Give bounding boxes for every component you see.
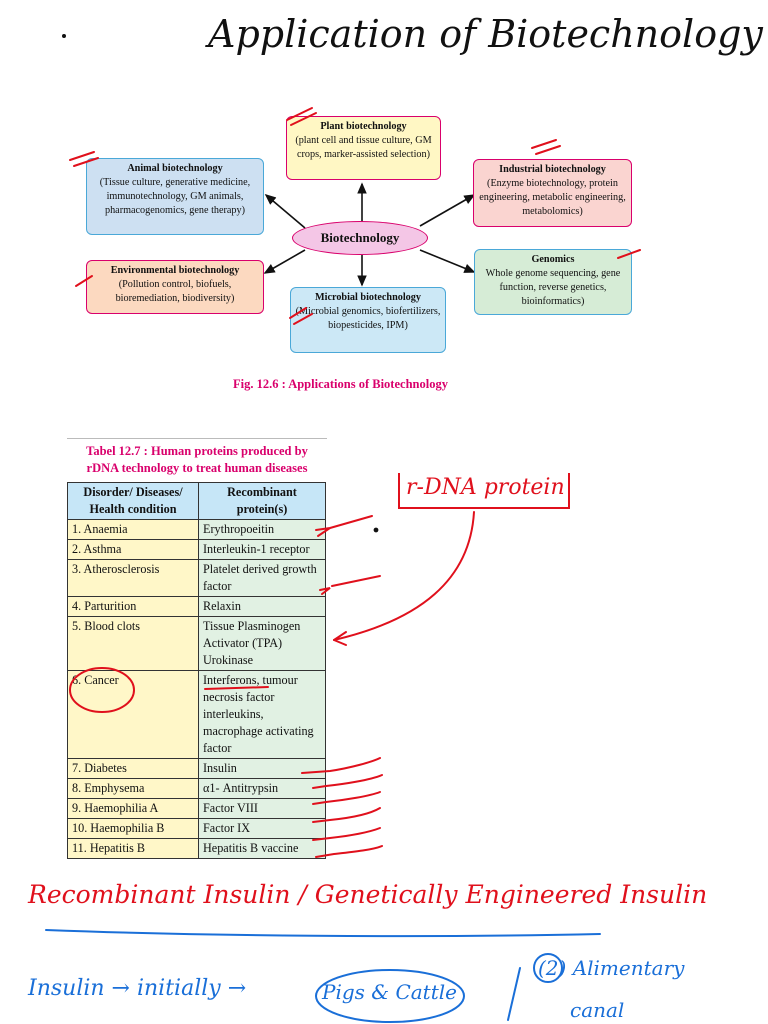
node-body: (Enzyme biotechnology, protein engineeri… xyxy=(479,178,626,217)
node-title: Environmental biotechnology xyxy=(110,265,240,276)
protein-cell: Interleukin-1 receptor xyxy=(198,539,326,560)
protein-cell: Hepatitis B vaccine xyxy=(198,838,326,859)
node-animal-biotechnology: Animal biotechnology (Tissue culture, ge… xyxy=(86,158,264,235)
protein-cell: Erythropoeitin xyxy=(198,519,326,540)
disease-cell: 9. Haemophilia A xyxy=(67,798,199,819)
disease-cell: 3. Atherosclerosis xyxy=(67,559,199,597)
disease-cell: 2. Asthma xyxy=(67,539,199,560)
column-header: Disorder/ Diseases/ Health condition xyxy=(67,482,199,520)
node-body: (Microbial genomics, biofertilizers, bio… xyxy=(295,306,441,331)
disease-cell: 11. Hepatitis B xyxy=(67,838,199,859)
node-body: Whole genome sequencing, gene function, … xyxy=(485,268,621,307)
table-caption-line: Tabel 12.7 : Human proteins produced by xyxy=(86,444,308,458)
protein-cell: Tissue Plasminogen Activator (TPA) Uroki… xyxy=(198,616,326,671)
table-header-row: Disorder/ Diseases/ Health condition Rec… xyxy=(67,482,326,520)
node-title: Genomics xyxy=(531,254,575,265)
table-caption-line: rDNA technology to treat human diseases xyxy=(86,461,308,475)
node-industrial-biotechnology: Industrial biotechnology (Enzyme biotech… xyxy=(473,159,632,227)
proteins-table: Disorder/ Diseases/ Health condition Rec… xyxy=(67,482,326,859)
note-canal: canal xyxy=(570,998,625,1022)
node-title: Plant biotechnology xyxy=(320,121,407,132)
disease-cell: 4. Parturition xyxy=(67,596,199,617)
column-header: Recombinant protein(s) xyxy=(198,482,326,520)
node-title: Animal biotechnology xyxy=(127,163,223,174)
node-body: (Tissue culture, generative medicine, im… xyxy=(99,177,251,216)
node-body: (Pollution control, biofuels, bioremedia… xyxy=(115,279,235,304)
diagram-center-node: Biotechnology xyxy=(292,221,428,255)
protein-cell: Interferons, tumour necrosis factor inte… xyxy=(198,670,326,759)
diagram-center-label: Biotechnology xyxy=(320,230,400,245)
protein-cell: Factor IX xyxy=(198,818,326,839)
disease-cell: 1. Anaemia xyxy=(67,519,199,540)
disease-cell: 10. Haemophilia B xyxy=(67,818,199,839)
node-plant-biotechnology: Plant biotechnology (plant cell and tiss… xyxy=(286,116,441,180)
node-environmental-biotechnology: Environmental biotechnology (Pollution c… xyxy=(86,260,264,314)
figure-caption: Fig. 12.6 : Applications of Biotechnolog… xyxy=(233,377,448,391)
node-genomics: Genomics Whole genome sequencing, gene f… xyxy=(474,249,632,315)
note-recombinant-insulin: Recombinant Insulin / Genetically Engine… xyxy=(28,880,708,909)
disease-cell: 6. Cancer xyxy=(67,670,199,759)
table-caption: Tabel 12.7 : Human proteins produced by … xyxy=(67,438,327,477)
protein-cell: α1- Antitrypsin xyxy=(198,778,326,799)
protein-cell: Relaxin xyxy=(198,596,326,617)
node-title: Microbial biotechnology xyxy=(315,292,421,303)
rdna-annotation-label: r-DNA protein xyxy=(406,475,565,500)
protein-cell: Platelet derived growth factor xyxy=(198,559,326,597)
node-body: (plant cell and tissue culture, GM crops… xyxy=(295,135,432,160)
note-pigs-cattle: Pigs & Cattle xyxy=(322,980,457,1004)
protein-cell: Factor VIII xyxy=(198,798,326,819)
node-title: Industrial biotechnology xyxy=(499,164,606,175)
disease-cell: 8. Emphysema xyxy=(67,778,199,799)
disease-cell: 7. Diabetes xyxy=(67,758,199,779)
node-microbial-biotechnology: Microbial biotechnology (Microbial genom… xyxy=(290,287,446,353)
rdna-annotation-box: r-DNA protein xyxy=(398,473,570,509)
note-insulin-initially: Insulin → initially → xyxy=(28,976,247,1001)
disease-cell: 5. Blood clots xyxy=(67,616,199,671)
note-alimentary: (2) Alimentary xyxy=(538,956,685,980)
protein-cell: Insulin xyxy=(198,758,326,779)
page-title: Application of Biotechnology xyxy=(208,12,763,56)
